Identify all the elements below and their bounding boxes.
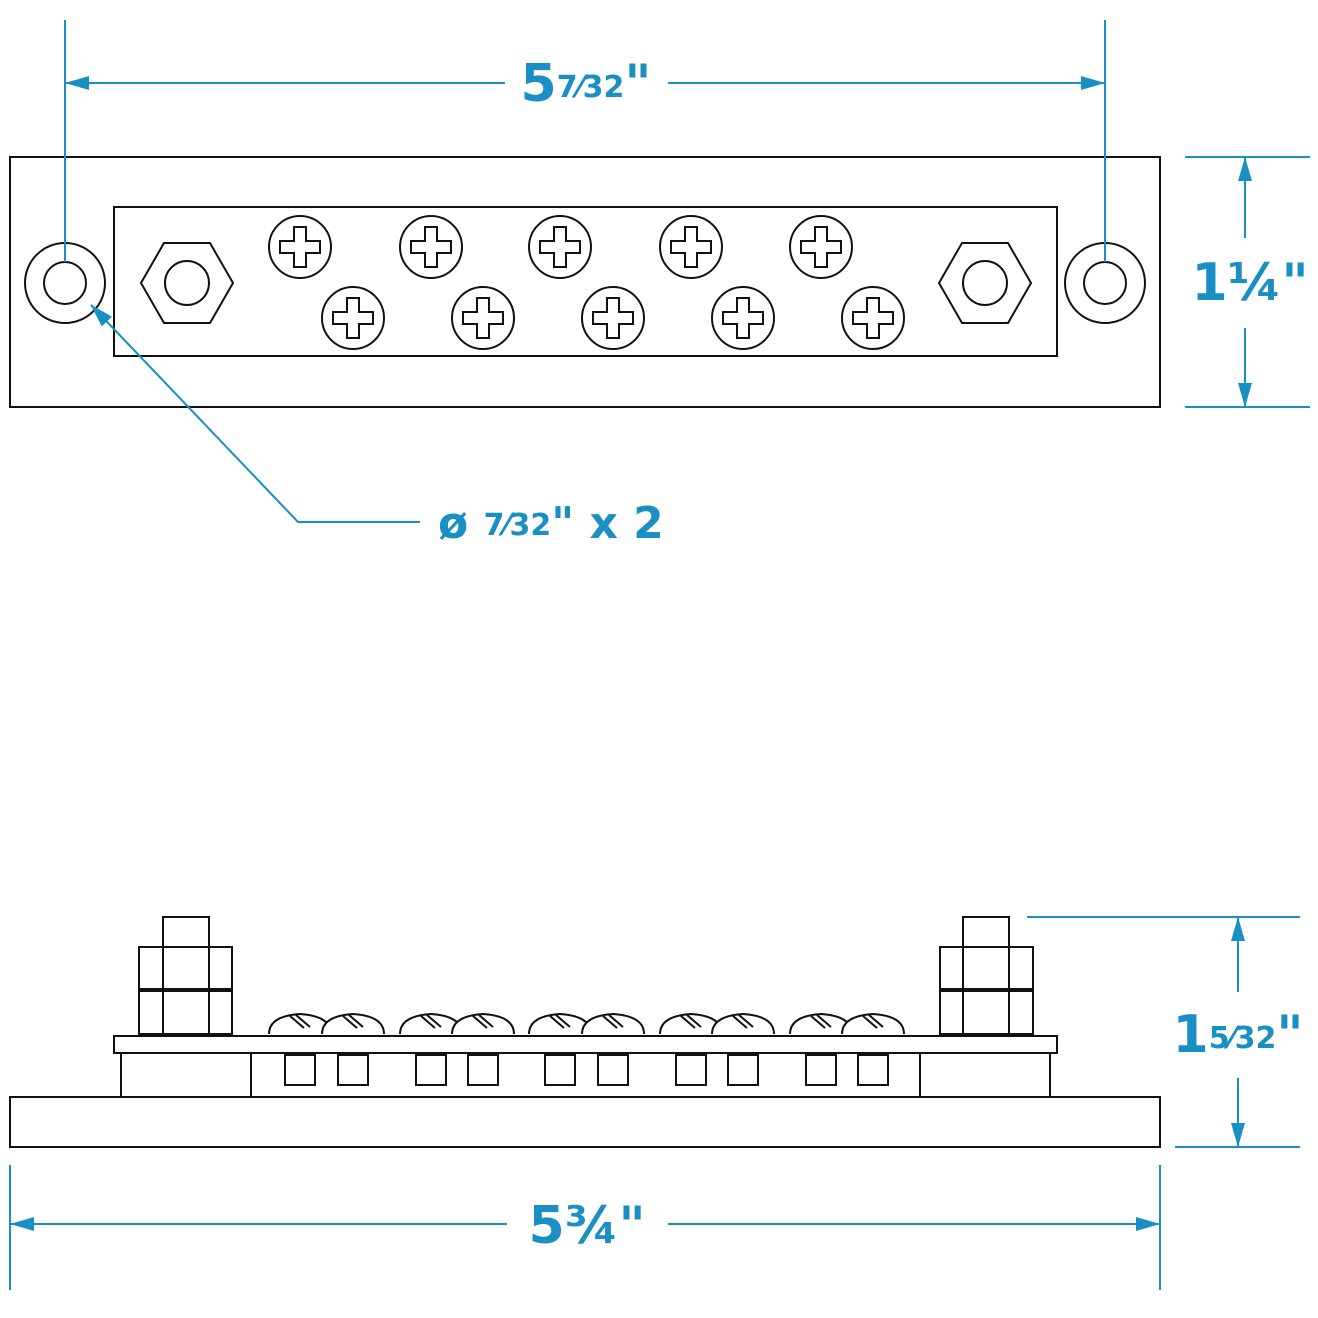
terminal-post-side <box>467 1054 499 1086</box>
dimension-lines <box>9 20 1310 1290</box>
terminal-screw-top <box>268 215 332 279</box>
terminal-screw-top <box>711 286 775 350</box>
bus-bar-top <box>113 206 1058 357</box>
terminal-screw-head-side <box>841 1012 905 1035</box>
terminal-post-side <box>544 1054 576 1086</box>
stud-left <box>139 242 235 324</box>
terminal-screw-head-side <box>321 1012 385 1035</box>
terminal-screw-head-side <box>399 1012 463 1035</box>
hole-leader-line <box>90 304 420 523</box>
base-plate-side <box>9 1096 1161 1148</box>
dim-top-height-label: 1¼" <box>1191 253 1308 313</box>
terminal-post-side <box>805 1054 837 1086</box>
side-view <box>9 916 1161 1148</box>
terminal-post-side <box>415 1054 447 1086</box>
top-view <box>9 156 1161 408</box>
block-right <box>919 1052 1051 1098</box>
terminal-screw-top <box>399 215 463 279</box>
stud-side-left <box>138 916 233 1035</box>
terminal-screw-top <box>789 215 853 279</box>
base-plate-top <box>9 156 1161 408</box>
stud-side-right <box>939 916 1034 1035</box>
terminal-post-side <box>337 1054 369 1086</box>
terminal-post-side <box>284 1054 316 1086</box>
stud-right <box>937 242 1033 324</box>
terminal-post-side <box>727 1054 759 1086</box>
terminal-post-side <box>857 1054 889 1086</box>
terminal-screws-top <box>268 215 905 350</box>
terminal-screw-top <box>581 286 645 350</box>
dim-overall-length-label: 5¾" <box>528 1196 645 1256</box>
terminal-screw-top <box>841 286 905 350</box>
bus-bar-side <box>113 1035 1058 1054</box>
dim-side-height-label: 15⁄32" <box>1173 1005 1304 1065</box>
terminal-screw-heads-side <box>268 1012 905 1035</box>
dim-hole-diameter-label: ø 7⁄32" x 2 <box>438 498 664 549</box>
terminal-screw-top <box>321 286 385 350</box>
terminal-screw-head-side <box>581 1012 645 1035</box>
terminal-screw-head-side <box>711 1012 775 1035</box>
terminal-post-side <box>675 1054 707 1086</box>
terminal-screw-top <box>659 215 723 279</box>
block-left <box>120 1052 252 1098</box>
dim-hole-spacing-label: 57⁄32" <box>521 54 652 114</box>
terminal-screw-top <box>451 286 515 350</box>
terminal-posts-side <box>284 1054 889 1086</box>
terminal-post-side <box>597 1054 629 1086</box>
terminal-screw-top <box>528 215 592 279</box>
terminal-screw-head-side <box>451 1012 515 1035</box>
